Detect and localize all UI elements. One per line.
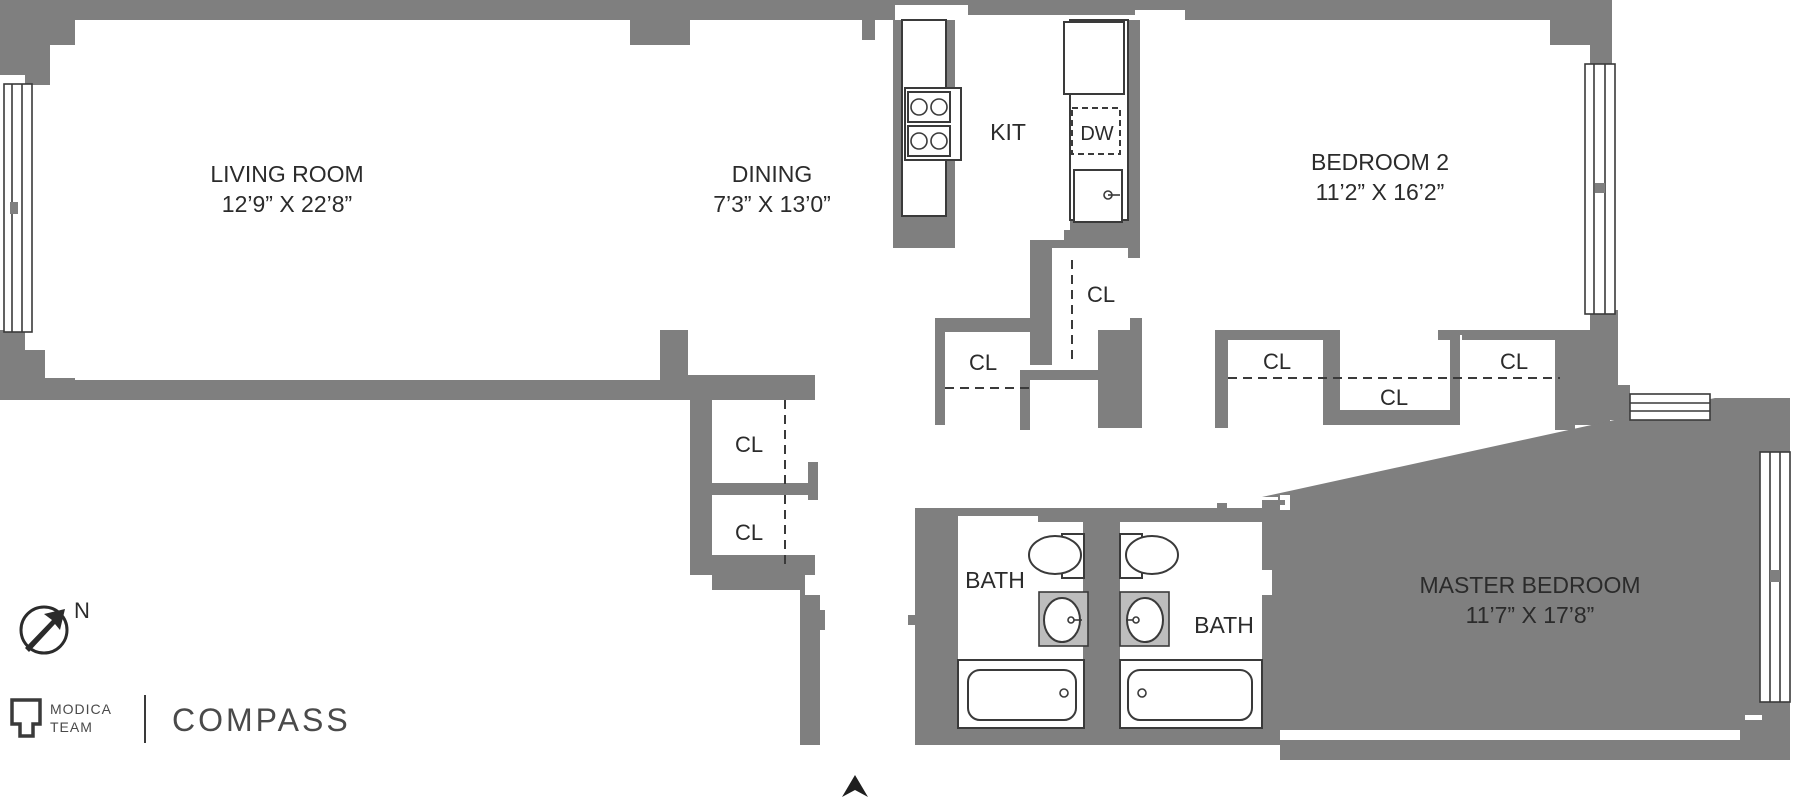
north-label: N bbox=[74, 598, 90, 623]
closet-label: CL bbox=[1500, 349, 1528, 374]
north-arrow-icon bbox=[19, 605, 69, 655]
kitchen-name: KIT bbox=[990, 119, 1026, 145]
sink-icon bbox=[1119, 591, 1170, 647]
closet-label: CL bbox=[735, 520, 763, 545]
modica-logo-icon bbox=[10, 698, 42, 738]
closet-label: CL bbox=[1087, 282, 1115, 307]
closet-label: CL bbox=[1380, 385, 1408, 410]
dining-name: DINING bbox=[732, 161, 813, 187]
entry-arrow-icon bbox=[842, 775, 868, 797]
stove-icon bbox=[907, 91, 951, 157]
bedroom2-dims: 11’2” X 16’2” bbox=[1316, 179, 1445, 205]
walls bbox=[0, 0, 1790, 760]
closet-label: CL bbox=[969, 350, 997, 375]
toilet-icon bbox=[1028, 533, 1085, 579]
brand-team-line1: MODICA bbox=[50, 701, 112, 717]
branding: MODICA TEAM COMPASS bbox=[10, 695, 351, 743]
closet-label: CL bbox=[735, 432, 763, 457]
master-bedroom-dims: 11’7” X 17’8” bbox=[1466, 602, 1595, 628]
labels: LIVING ROOM 12’9” X 22’8” DINING 7’3” X … bbox=[210, 119, 1640, 638]
dining-dims: 7’3” X 13’0” bbox=[713, 191, 831, 217]
bath-right-name: BATH bbox=[1194, 612, 1254, 638]
bath-fixtures bbox=[957, 533, 1263, 729]
master-bedroom-name: MASTER BEDROOM bbox=[1419, 572, 1640, 598]
closet-label: CL bbox=[1263, 349, 1291, 374]
bedroom2-name: BEDROOM 2 bbox=[1311, 149, 1449, 175]
windows bbox=[3, 63, 1791, 703]
bathtub-icon bbox=[1119, 659, 1263, 729]
kitchen-sink-icon bbox=[1073, 169, 1123, 223]
dishwasher-icon bbox=[1071, 107, 1121, 155]
bath-left-name: BATH bbox=[965, 567, 1025, 593]
closet-door-lines bbox=[784, 260, 1560, 570]
brand-team-line2: TEAM bbox=[50, 719, 93, 735]
bathtub-icon bbox=[957, 659, 1085, 729]
refrigerator-icon bbox=[1063, 21, 1125, 95]
kitchen-fixtures bbox=[901, 19, 1129, 223]
living-room-dims: 12’9” X 22’8” bbox=[222, 191, 352, 217]
dishwasher-label: DW bbox=[1080, 123, 1113, 145]
living-room-name: LIVING ROOM bbox=[210, 161, 363, 187]
toilet-icon bbox=[1119, 533, 1179, 579]
brand-company: COMPASS bbox=[172, 702, 351, 738]
sink-icon bbox=[1038, 591, 1089, 647]
